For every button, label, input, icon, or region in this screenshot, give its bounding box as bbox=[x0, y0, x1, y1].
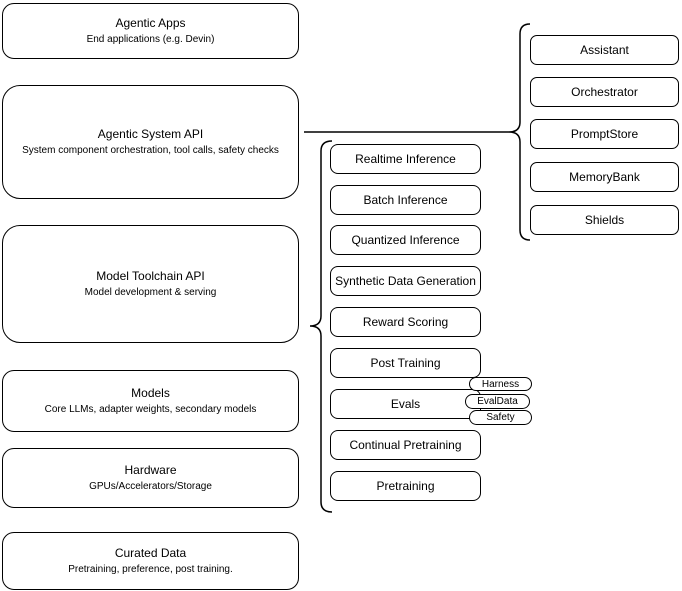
node-assistant: Assistant bbox=[530, 35, 679, 65]
box-title: Agentic System API bbox=[97, 127, 204, 141]
box-subtitle: System component orchestration, tool cal… bbox=[22, 145, 279, 156]
node-reward-scoring: Reward Scoring bbox=[330, 307, 481, 337]
box-curated-data: Curated Data Pretraining, preference, po… bbox=[2, 532, 299, 590]
pill-evaldata: EvalData bbox=[465, 394, 530, 409]
box-title: Models bbox=[131, 386, 170, 400]
node-promptstore: PromptStore bbox=[530, 119, 679, 149]
node-quantized-inference: Quantized Inference bbox=[330, 225, 481, 255]
box-agentic-system-api: Agentic System API System component orch… bbox=[2, 85, 299, 199]
node-memorybank: MemoryBank bbox=[530, 162, 679, 192]
box-title: Curated Data bbox=[114, 546, 187, 560]
pill-harness: Harness bbox=[469, 377, 532, 391]
node-shields: Shields bbox=[530, 205, 679, 235]
box-subtitle: End applications (e.g. Devin) bbox=[86, 34, 215, 45]
node-synthetic-data-generation: Synthetic Data Generation bbox=[330, 266, 481, 296]
node-batch-inference: Batch Inference bbox=[330, 185, 481, 215]
node-orchestrator: Orchestrator bbox=[530, 77, 679, 107]
box-subtitle: GPUs/Accelerators/Storage bbox=[89, 481, 212, 492]
box-hardware: Hardware GPUs/Accelerators/Storage bbox=[2, 448, 299, 508]
box-title: Hardware bbox=[124, 463, 177, 477]
node-evals: Evals bbox=[330, 389, 481, 419]
box-title: Model Toolchain API bbox=[96, 269, 205, 283]
box-subtitle: Model development & serving bbox=[84, 287, 217, 298]
box-model-toolchain-api: Model Toolchain API Model development & … bbox=[2, 225, 299, 343]
box-subtitle: Core LLMs, adapter weights, secondary mo… bbox=[44, 404, 257, 415]
system-group-brace bbox=[508, 23, 531, 241]
pill-safety: Safety bbox=[469, 410, 532, 425]
node-continual-pretraining: Continual Pretraining bbox=[330, 430, 481, 460]
box-agentic-apps: Agentic Apps End applications (e.g. Devi… bbox=[2, 3, 299, 59]
toolchain-group-brace bbox=[309, 140, 333, 513]
node-pretraining: Pretraining bbox=[330, 471, 481, 501]
box-models: Models Core LLMs, adapter weights, secon… bbox=[2, 370, 299, 432]
box-subtitle: Pretraining, preference, post training. bbox=[68, 564, 233, 575]
box-title: Agentic Apps bbox=[115, 16, 186, 30]
node-realtime-inference: Realtime Inference bbox=[330, 144, 481, 174]
node-post-training: Post Training bbox=[330, 348, 481, 378]
